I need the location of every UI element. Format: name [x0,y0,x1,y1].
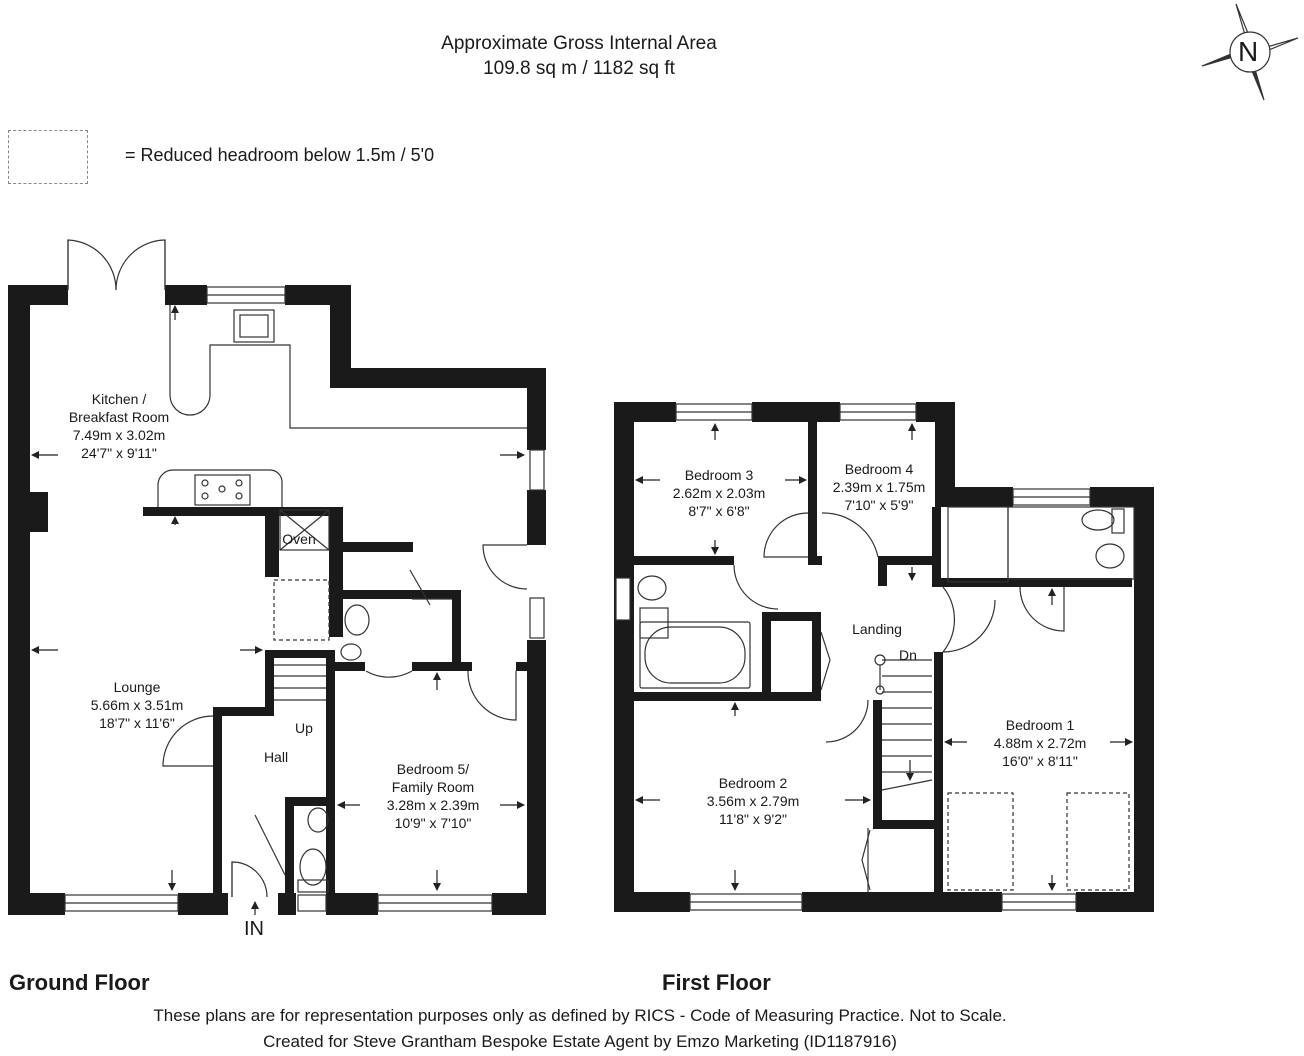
room-dimensions-imperial: 8'7" x 6'8" [688,503,750,519]
room-dimensions-imperial: 18'7" x 11'6" [99,715,175,731]
room-dimensions-metric: 4.88m x 2.72m [993,735,1087,751]
first-floor-title: First Floor [662,970,771,995]
ground-dimension-arrows [31,305,525,915]
room-label-landing: Landing [852,620,902,638]
room-dimensions-metric: 2.39m x 1.75m [832,479,926,495]
room-name: Bedroom 5/ [396,761,470,777]
room-label-kitchen: Kitchen / Breakfast Room 7.49m x 3.02m 2… [69,390,169,462]
room-label-bedroom4: Bedroom 4 2.39m x 1.75m 7'10" x 5'9" [833,460,926,514]
compass-rose-icon [1201,3,1299,101]
room-name: Bedroom 1 [1005,717,1075,733]
room-dimensions-metric: 3.28m x 2.39m [386,797,480,813]
room-name: Family Room [391,779,475,795]
footer-disclaimer: These plans are for representation purpo… [153,1006,1007,1025]
footer-credit: Created for Steve Grantham Bespoke Estat… [263,1032,897,1051]
room-name: Bedroom 4 [844,461,914,477]
compass-north-label: N [1238,36,1259,67]
room-label-bedroom1: Bedroom 1 4.88m x 2.72m 16'0" x 8'11" [994,716,1087,770]
ground-floor-walls [8,285,546,915]
room-name: Bedroom 3 [684,467,754,483]
ground-floor-openings [64,239,545,912]
first-floor-openings [615,403,1135,911]
area-title: Approximate Gross Internal Area [441,33,717,54]
room-dimensions-imperial: 16'0" x 8'11" [1002,753,1078,769]
room-name: Bedroom 2 [718,775,788,791]
first-dimension-arrows [635,423,1133,891]
room-label-lounge: Lounge 5.66m x 3.51m 18'7" x 11'6" [91,678,184,732]
room-label-bedroom5: Bedroom 5/ Family Room 3.28m x 2.39m 10'… [387,760,480,832]
legend-text: = Reduced headroom below 1.5m / 5'0 [125,145,435,165]
room-name: Breakfast Room [68,409,170,425]
reduced-headroom-legend-swatch [8,130,88,184]
room-dimensions-metric: 3.56m x 2.79m [706,793,800,809]
room-name: Landing [852,621,902,637]
room-dimensions-imperial: 7'10" x 5'9" [844,497,914,513]
stairs-down-label: Dn [899,647,917,663]
room-name: Kitchen / [91,391,147,407]
ground-floor-title: Ground Floor [9,970,150,995]
first-floor-walls [614,402,1154,912]
room-dimensions-metric: 7.49m x 3.02m [72,427,166,443]
stairs-up-label: Up [295,720,313,736]
entrance-label: IN [244,918,264,940]
room-dimensions-metric: 2.62m x 2.03m [672,485,766,501]
room-label-bedroom2: Bedroom 2 3.56m x 2.79m 11'8" x 9'2" [707,774,800,828]
area-value: 109.8 sq m / 1182 sq ft [483,58,675,79]
room-label-hall: Hall [264,748,288,766]
room-dimensions-metric: 5.66m x 3.51m [90,697,184,713]
room-dimensions-imperial: 10'9" x 7'10" [394,815,472,831]
room-dimensions-imperial: 11'8" x 9'2" [719,811,787,827]
room-dimensions-imperial: 24'7" x 9'11" [81,445,157,461]
room-name: Hall [263,749,289,765]
oven-label: Oven [282,531,316,547]
room-label-bedroom3: Bedroom 3 2.62m x 2.03m 8'7" x 6'8" [673,466,766,520]
room-name: Lounge [113,679,161,695]
